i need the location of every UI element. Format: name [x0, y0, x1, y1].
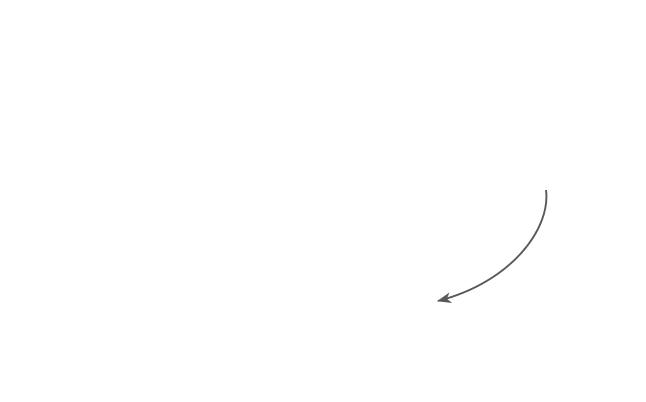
diagram-canvas [0, 0, 646, 402]
